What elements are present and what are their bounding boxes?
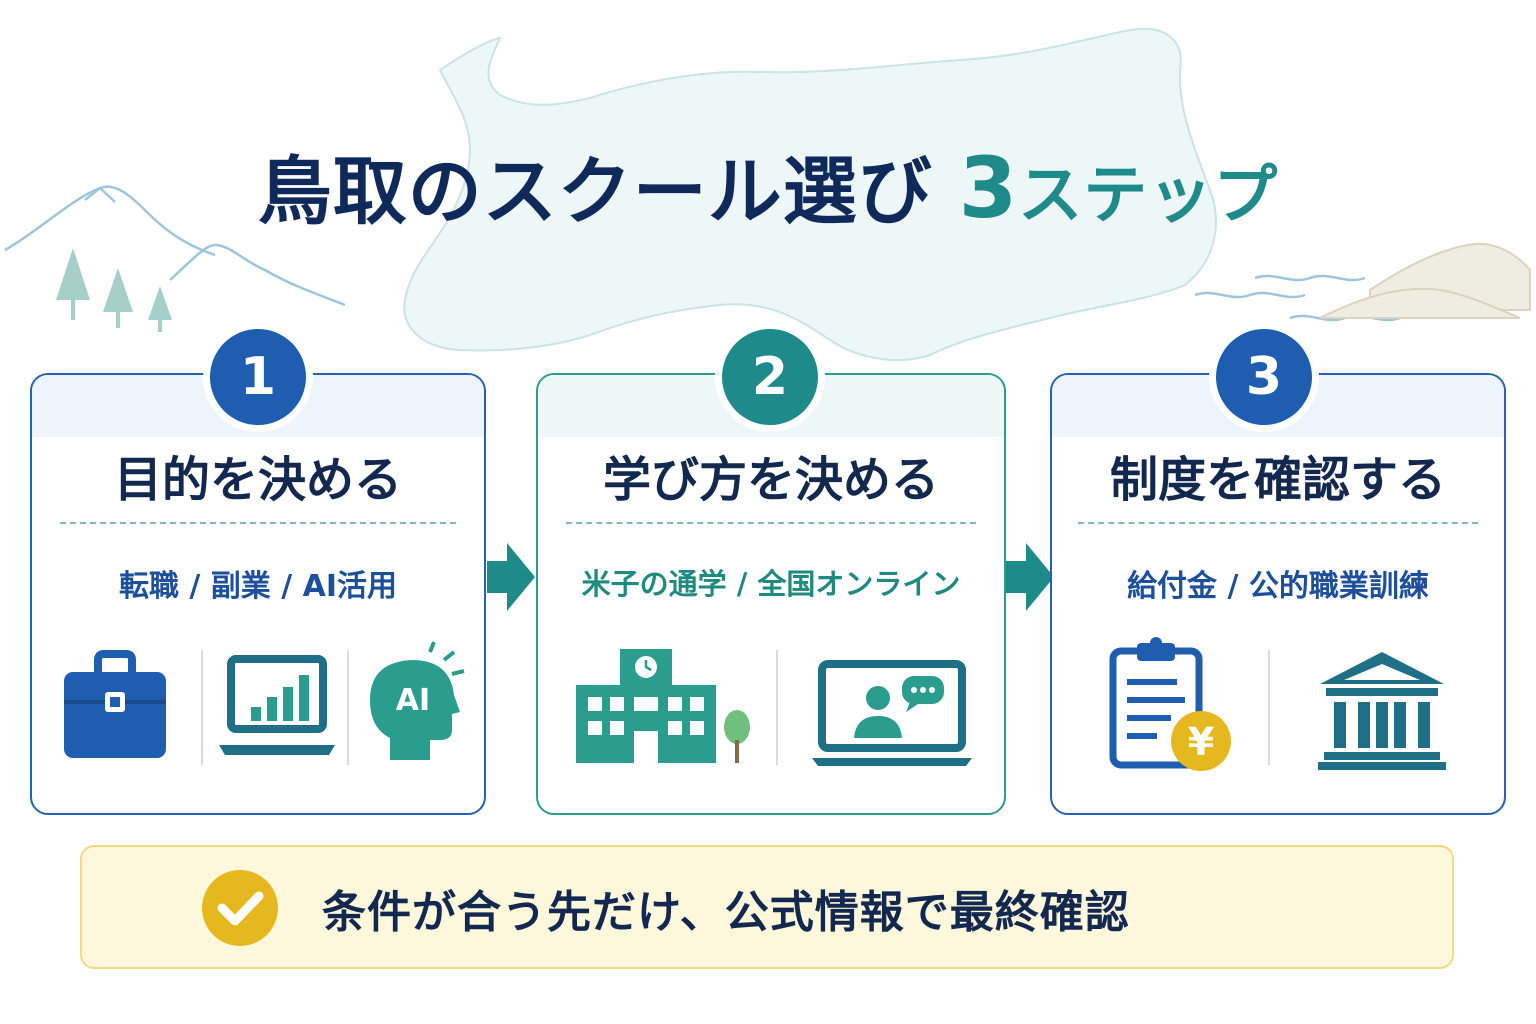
laptop-chart-icon (219, 655, 335, 755)
online-video-laptop-icon (812, 660, 972, 766)
step-badge-2: 2 (722, 329, 818, 425)
step-subtitle-2: 米子の通学 / 全国オンライン (581, 567, 961, 601)
step-badge-3: 3 (1216, 329, 1312, 425)
check-circle-icon (202, 870, 278, 946)
icon-separator (1268, 650, 1270, 765)
dunes-right (1319, 242, 1531, 319)
step-subtitle-1: 転職 / 副業 / AI活用 (118, 569, 398, 604)
step-arrow-1 (487, 543, 535, 611)
step-divider-1 (60, 522, 456, 524)
icon-separator (201, 650, 203, 765)
title-number: 3 (958, 139, 1019, 237)
final-note-text: 条件が合う先だけ、公式情報で最終確認 (322, 887, 1130, 938)
step-title-2: 学び方を決める (602, 452, 939, 508)
school-building-icon (576, 649, 750, 763)
step-card-3 (1050, 373, 1506, 815)
step-divider-2 (566, 522, 976, 524)
mountains-left (4, 185, 346, 307)
page-title: 鳥取のスクール選び 3ステップ (0, 132, 1536, 239)
briefcase-icon (64, 650, 166, 758)
ai-head-icon: AI (370, 641, 465, 760)
trees-left (56, 248, 172, 332)
step-subtitle-3: 給付金 / 公的職業訓練 (1127, 569, 1429, 604)
title-main: 鳥取のスクール選び (257, 149, 933, 235)
step-badge-1: 1 (210, 329, 306, 425)
clipboard-yen-icon: ¥ (1109, 637, 1231, 771)
government-building-icon (1318, 652, 1446, 770)
step-divider-3 (1078, 522, 1478, 524)
step-title-1: 目的を決める (113, 452, 402, 508)
icon-separator (347, 650, 349, 765)
icon-separator (776, 650, 778, 765)
final-note-box (80, 845, 1454, 969)
map-silhouette (403, 27, 1217, 361)
ai-label: AI (396, 683, 430, 718)
step-title-3: 制度を確認する (1109, 452, 1446, 508)
yen-label: ¥ (1188, 720, 1214, 764)
step-arrow-2 (1006, 543, 1054, 611)
title-suffix: ステップ (1018, 159, 1279, 233)
